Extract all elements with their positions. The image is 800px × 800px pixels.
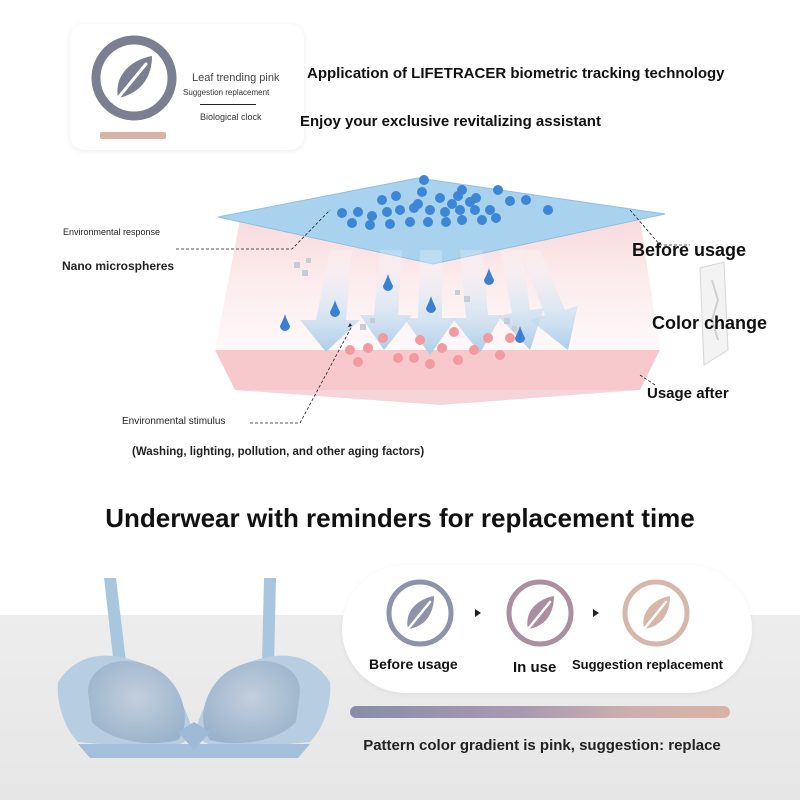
color-change-label: Color change xyxy=(652,313,768,333)
legend-title: Leaf trending pink xyxy=(192,72,280,84)
legend-clock: Biological clock xyxy=(200,112,262,122)
arrow xyxy=(360,250,412,350)
bra-image xyxy=(57,578,331,758)
arrow xyxy=(452,250,502,353)
legend-divider xyxy=(200,104,256,105)
chevron-right-icon xyxy=(475,609,481,617)
footer-text: Pattern color gradient is pink, suggesti… xyxy=(363,737,721,754)
legend-suggestion: Suggestion replacement xyxy=(183,88,270,97)
arrow xyxy=(498,250,544,350)
stage-label-before: Before usage xyxy=(369,656,458,672)
arrow xyxy=(520,250,578,350)
bra-cup-right xyxy=(203,661,300,744)
leaf-icon-in-use xyxy=(506,579,574,647)
pink-layer-edge xyxy=(235,390,640,405)
bra-strap-left xyxy=(104,578,126,666)
env-stimulus-label: Environmental stimulus xyxy=(122,416,226,427)
pink-layer xyxy=(215,350,660,390)
water-drops xyxy=(280,268,525,343)
bra-center xyxy=(178,722,210,750)
blue-spheres xyxy=(337,175,553,230)
aging-factors-label: (Washing, lighting, pollution, and other… xyxy=(132,446,425,458)
color-gradient-bar xyxy=(350,706,730,718)
nano-label: Nano microspheres xyxy=(62,259,175,273)
env-response-label: Environmental response xyxy=(63,227,161,237)
nano-layer-diagram xyxy=(176,175,729,424)
usage-after-label: Usage after xyxy=(647,385,729,402)
glass-detail xyxy=(710,279,720,341)
connector-arrowhead xyxy=(348,323,352,327)
pink-spheres xyxy=(345,327,515,369)
arrow xyxy=(300,250,360,352)
bra-cup-left xyxy=(88,661,185,744)
connector-lines xyxy=(176,209,690,424)
bra-strap-right xyxy=(262,578,276,666)
header-line-1: Application of LIFETRACER biometric trac… xyxy=(307,65,725,82)
stage-label-replace: Suggestion replacement xyxy=(572,657,723,672)
leaf-icon-replace xyxy=(622,579,690,647)
bra-band xyxy=(78,744,310,758)
header-line-2: Enjoy your exclusive revitalizing assist… xyxy=(300,113,601,130)
leaf-icon-before xyxy=(386,579,454,647)
particles xyxy=(294,258,517,331)
before-usage-label: Before usage xyxy=(632,240,747,260)
stage-label-in-use: In use xyxy=(513,659,557,676)
reminder-title: Underwear with reminders for replacement… xyxy=(105,503,695,533)
legend-color-bar xyxy=(100,132,166,139)
leaf-icon xyxy=(91,35,177,121)
chevron-right-icon xyxy=(593,609,599,617)
